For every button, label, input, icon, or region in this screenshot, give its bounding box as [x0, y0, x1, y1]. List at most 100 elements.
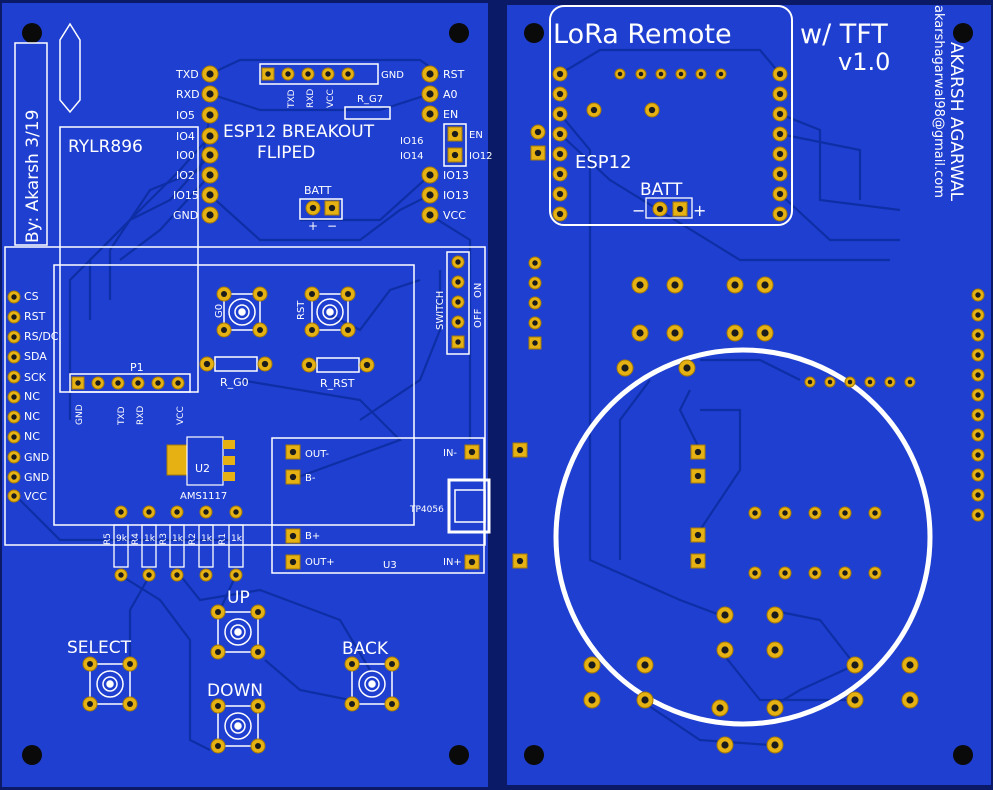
svg-text:NC: NC [24, 410, 40, 423]
pad-hole [203, 509, 209, 515]
r3-label: R3 [159, 533, 169, 545]
rst-switch-pad-hole [345, 291, 351, 297]
rst-switch-pad-hole [309, 291, 315, 297]
breakout-title-1: ESP12 BREAKOUT [223, 122, 375, 142]
pad-hole [11, 414, 17, 420]
r4-label: R4 [131, 533, 141, 545]
pad-hole [95, 380, 101, 386]
back-button[interactable] [344, 656, 400, 712]
pad-hole [906, 661, 914, 669]
pad-hole [175, 380, 181, 386]
select-button-outline [89, 663, 131, 705]
off-label: OFF [473, 308, 484, 328]
pad-hole [305, 361, 313, 369]
pad-hole [451, 151, 459, 159]
pad-hole [11, 493, 17, 499]
tp-in-plus: IN+ [443, 557, 462, 568]
pad-hole [678, 71, 684, 77]
pad-hole [827, 379, 833, 385]
tp-out-plus: OUT+ [305, 557, 335, 568]
ams-label: AMS1117 [180, 491, 227, 502]
pad-hole [11, 334, 17, 340]
up-button[interactable] [210, 604, 266, 660]
svg-text:CS: CS [24, 290, 39, 303]
pad-hole [648, 106, 656, 114]
up-button-pad-hole [215, 649, 221, 655]
rst-switch[interactable] [304, 286, 356, 338]
g0-switch[interactable] [216, 286, 268, 338]
down-button-outline [217, 705, 259, 747]
right-batt-label: BATT [640, 180, 683, 200]
pad-hole [309, 204, 317, 212]
u2-label: U2 [195, 462, 210, 475]
esp-right-pin-labels: RST A0 EN IO16 IO14 IO13 IO13 VCC [400, 68, 469, 222]
buttons-layer [82, 286, 400, 754]
down-button[interactable] [210, 698, 266, 754]
pad-hole [11, 374, 17, 380]
pad-hole [761, 329, 769, 337]
pad-hole [694, 448, 702, 456]
pad-hole [426, 70, 434, 78]
breakout-title-2: FLIPED [257, 143, 315, 163]
g0-switch-pad-hole [221, 327, 227, 333]
pad-hole [694, 472, 702, 480]
pad-hole [782, 570, 788, 576]
r-g7-label: R_G7 [357, 94, 383, 105]
up-button-outline [217, 611, 259, 653]
pad-hole [206, 132, 214, 140]
rst-switch-label: RST [296, 300, 307, 320]
left-board [2, 3, 488, 787]
pad-hole [975, 372, 981, 378]
r5-value: 9k [116, 534, 128, 544]
p1-vcc: VCC [176, 406, 186, 425]
right-batt-minus: − [632, 201, 645, 220]
svg-text:IO5: IO5 [176, 109, 195, 122]
pad-hole [621, 364, 629, 372]
io12-label: IO12 [469, 151, 493, 162]
pad-hole [776, 170, 784, 178]
pad-hole [872, 570, 878, 576]
back-button-actuator [364, 676, 380, 692]
down-button-actuator [224, 712, 252, 740]
rylr-label: RYLR896 [68, 137, 143, 157]
tp4056-label: TP4056 [409, 505, 444, 515]
pad-hole [516, 446, 524, 454]
pad-hole [534, 149, 542, 157]
pad-hole [694, 557, 702, 565]
pad-hole [289, 532, 297, 540]
author-name: AKARSH AGARWAL [946, 42, 966, 202]
pad-hole [771, 741, 779, 749]
pad-hole [426, 90, 434, 98]
select-button-actuator [96, 670, 124, 698]
select-button[interactable] [82, 656, 138, 712]
r1-label: R1 [218, 533, 228, 545]
svg-text:GND: GND [24, 451, 49, 464]
left-batt-label: BATT [304, 184, 332, 197]
pad-hole [776, 150, 784, 158]
back-button-actuator [358, 670, 386, 698]
r3-value: 1k [172, 534, 184, 544]
down-button-actuator [230, 718, 246, 734]
tp-out-minus: OUT- [305, 449, 329, 460]
svg-text:IO13: IO13 [443, 189, 469, 202]
pad-hole [206, 70, 214, 78]
pad-hole [556, 70, 564, 78]
pad-hole [451, 130, 459, 138]
title-2: w/ TFT [800, 19, 888, 50]
r5-label: R5 [103, 533, 113, 545]
right-board [507, 5, 991, 785]
g0-label: G0 [214, 304, 225, 318]
pad-hole [174, 509, 180, 515]
up-button-actuator [234, 628, 242, 636]
svg-text:IO14: IO14 [400, 151, 424, 162]
pad-hole [761, 281, 769, 289]
pad-hole [455, 279, 461, 285]
g0-switch-pad-hole [257, 327, 263, 333]
pad-hole [851, 661, 859, 669]
top-header-vcc: VCC [326, 89, 336, 108]
back-button-pad-hole [389, 661, 395, 667]
pad-hole [776, 110, 784, 118]
r2-label: R2 [188, 533, 198, 545]
esp12-outline [549, 5, 793, 226]
pad-hole [716, 704, 724, 712]
